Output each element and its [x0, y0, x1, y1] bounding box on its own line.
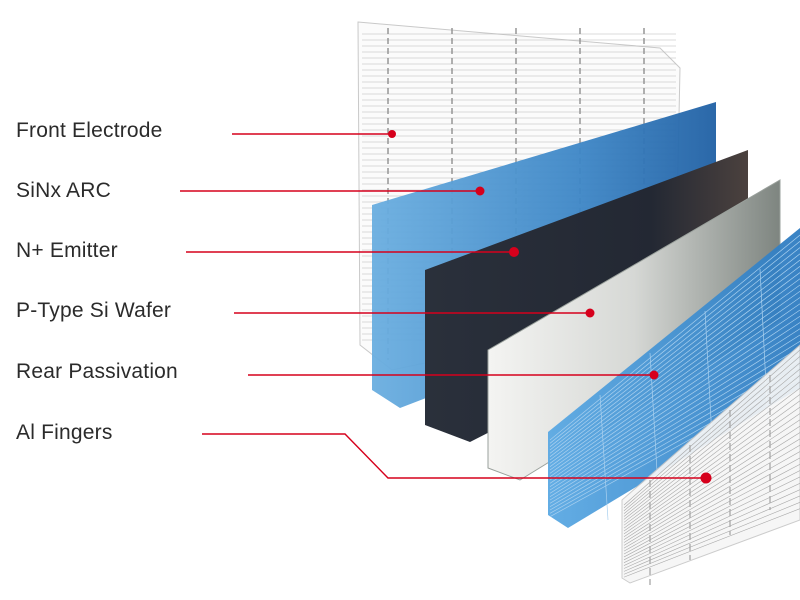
al-fingers-layer — [621, 344, 800, 585]
label-sinx-arc: SiNx ARC — [16, 179, 111, 202]
label-p-type-si-wafer: P-Type Si Wafer — [16, 299, 172, 322]
leader-dot — [585, 308, 595, 318]
label-rear-passivation: Rear Passivation — [16, 360, 178, 383]
label-n-emitter: N+ Emitter — [16, 239, 118, 262]
leader-dot — [509, 247, 519, 257]
leader-line — [202, 433, 706, 479]
leader-dot — [388, 130, 396, 138]
leader-dot — [475, 186, 485, 196]
label-al-fingers: Al Fingers — [16, 421, 113, 444]
label-front-electrode: Front Electrode — [16, 119, 163, 142]
leader-dot — [649, 370, 659, 380]
leader-dot — [700, 472, 712, 484]
